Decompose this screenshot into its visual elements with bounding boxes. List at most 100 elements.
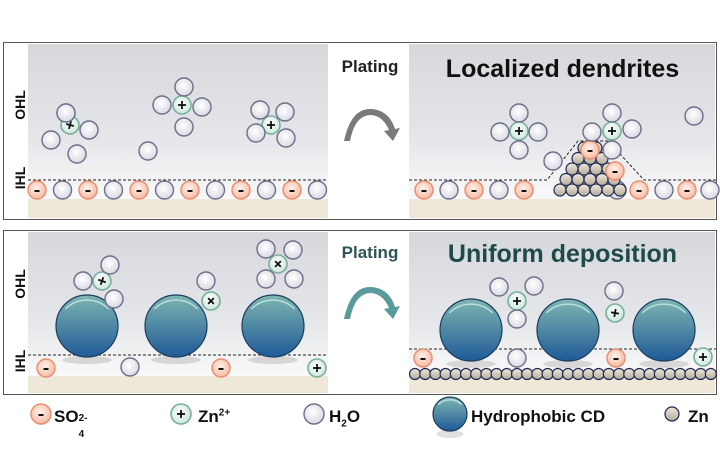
zn-atom [429, 367, 442, 381]
water-molecule [41, 130, 61, 150]
zn-atom [592, 367, 605, 381]
zinc-substrate [28, 376, 328, 393]
water-molecule [152, 95, 172, 115]
hydrophobic-cd [432, 396, 468, 438]
zn-atom [551, 367, 564, 381]
hydrophobic-cd [536, 298, 600, 368]
zn-atom [510, 367, 524, 381]
zn-atom [704, 367, 717, 381]
sulfate-ion [211, 358, 231, 378]
zinc-ion [201, 291, 221, 311]
sulfate-ion [27, 180, 47, 200]
panel-hydrophobic-cd: OHL IHL Plating Uniform deposition [3, 230, 717, 395]
water-molecule [284, 269, 304, 289]
water-molecule [307, 180, 328, 200]
zn-atom [500, 367, 513, 381]
water-molecule [79, 120, 99, 140]
zn-atom [459, 367, 473, 381]
zn-atom [684, 367, 697, 381]
plating-arrow-icon [344, 108, 400, 141]
sulfate-ion [413, 348, 433, 368]
sulfate-ion [464, 180, 484, 200]
zinc-ion [509, 121, 529, 141]
hydrophobic-cd [144, 294, 208, 364]
water-molecule [684, 106, 704, 126]
water-molecule [582, 122, 602, 142]
sulfate-ion [30, 403, 52, 425]
panel-conventional: OHL IHL Plating Localized dendrites [3, 42, 720, 220]
sulfate-ion [606, 348, 626, 368]
water-molecule [275, 102, 295, 122]
hydrophobic-cd [439, 298, 503, 368]
water-molecule [276, 128, 296, 148]
hydrophobic-cd [632, 298, 696, 368]
water-molecule [489, 277, 509, 297]
zn-atom [582, 367, 595, 381]
legend-zinc-ion: Zn2+ [198, 407, 231, 426]
zinc-ion [602, 121, 622, 141]
result-title: Uniform deposition [447, 240, 678, 268]
zn-atom [694, 367, 707, 381]
bottom-diagram [28, 239, 717, 381]
water-molecule [256, 269, 276, 289]
sulfate-ion [129, 180, 149, 200]
zn-atom [439, 367, 452, 381]
water-molecule [602, 103, 622, 123]
zn-atom [623, 367, 636, 381]
water-molecule [654, 180, 674, 200]
sulfate-ion [36, 358, 56, 378]
zinc-ion [170, 403, 192, 425]
water-molecule [120, 357, 140, 377]
zinc-ion [605, 303, 625, 323]
sulfate-ion [514, 180, 534, 200]
water-molecule [246, 123, 266, 143]
zinc-ion [693, 347, 713, 367]
water-molecule [524, 276, 544, 296]
water-molecule [174, 77, 194, 97]
zinc-ion [507, 291, 527, 311]
water-molecule [192, 97, 212, 117]
zinc-ion [307, 358, 327, 378]
zn-atom [561, 367, 575, 381]
plating-label: Plating [341, 243, 399, 262]
water-molecule [490, 122, 510, 142]
top-diagram [27, 77, 720, 200]
zn-atom [521, 367, 534, 381]
water-molecule [205, 180, 226, 200]
water-molecule [509, 103, 529, 123]
zn-atom [419, 367, 432, 381]
sulfate-ion [231, 180, 251, 200]
zinc-substrate [409, 199, 715, 218]
water-molecule [256, 239, 276, 259]
zn-atom [613, 183, 627, 197]
zn-atom [664, 406, 680, 422]
hydrophobic-cd [241, 294, 305, 364]
legend-zn: Zn [688, 407, 709, 426]
zn-atom [643, 367, 656, 381]
water-molecule [174, 117, 194, 137]
zn-atom [531, 367, 544, 381]
water-molecule [439, 180, 459, 200]
zn-atom [572, 367, 585, 381]
water-molecule [67, 144, 87, 164]
water-molecule [138, 141, 158, 161]
water-molecule [250, 100, 270, 120]
water-molecule [103, 180, 124, 200]
sulfate-ion [78, 180, 98, 200]
zn-atom [663, 367, 677, 381]
water-molecule [700, 180, 720, 200]
zinc-substrate [28, 199, 328, 218]
zn-atom [490, 367, 503, 381]
zn-atom [480, 367, 493, 381]
zinc-ion [172, 95, 192, 115]
water-molecule [602, 140, 622, 160]
zn-atom [674, 367, 687, 381]
zn-atom [449, 367, 462, 381]
zn-atom [602, 367, 615, 381]
zinc-substrate [409, 376, 715, 393]
water-molecule [509, 140, 529, 160]
water-molecule [543, 151, 563, 171]
sulfate-ion [282, 180, 302, 200]
water-molecule [489, 180, 509, 200]
